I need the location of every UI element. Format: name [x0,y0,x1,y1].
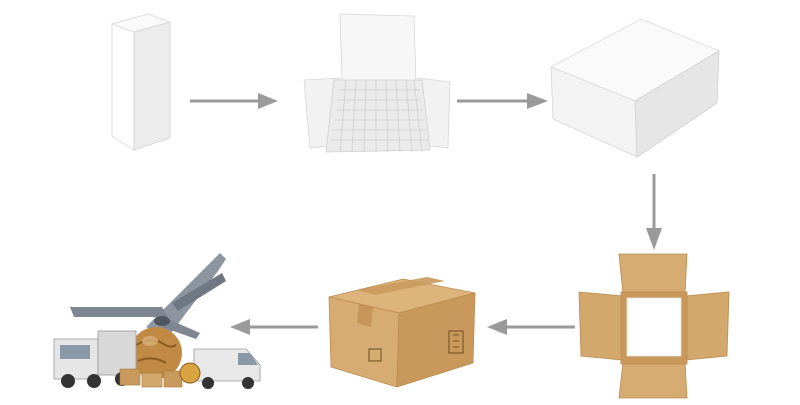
truck-icon [53,330,137,388]
white-cube-icon [550,18,720,158]
arrow-left [228,316,320,338]
grid-tray-icon [303,13,451,153]
globe-icon [130,327,182,379]
open-tray-with-grid-insert [300,12,460,160]
sealed-carton-icon [328,277,476,388]
van-icon [193,348,261,389]
closed-white-master-box [545,15,725,160]
arrow-left [485,316,577,338]
arrow-right [188,90,280,112]
open-carton-icon [578,253,730,399]
open-cardboard-shipping-carton [575,250,735,400]
sealed-cardboard-carton [325,275,485,390]
airplane-icon [70,253,226,339]
boxes-icon [119,362,201,388]
global-freight-shipping [50,245,265,393]
arrow-down [643,172,665,252]
airplane-truck-globe-icon [53,253,261,389]
tall-white-box-icon [110,13,172,151]
arrow-right [455,90,550,112]
white-retail-box [108,10,174,152]
